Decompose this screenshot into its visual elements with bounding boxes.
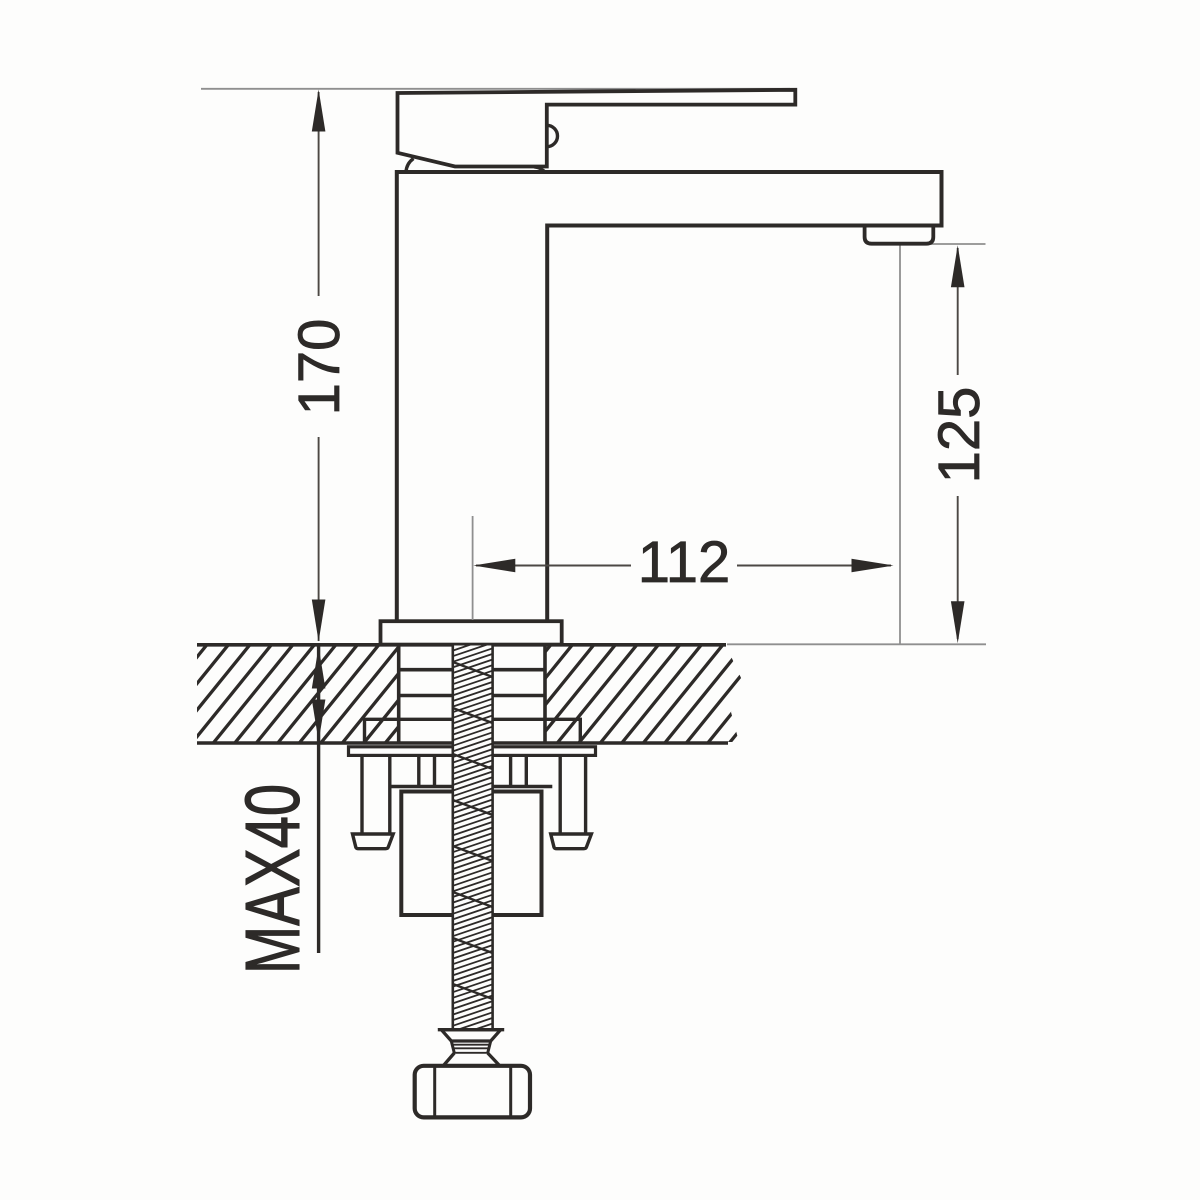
svg-text:MAX40: MAX40 [230,784,316,974]
svg-text:125: 125 [927,387,992,484]
svg-text:112: 112 [638,530,730,595]
svg-text:170: 170 [287,319,352,416]
